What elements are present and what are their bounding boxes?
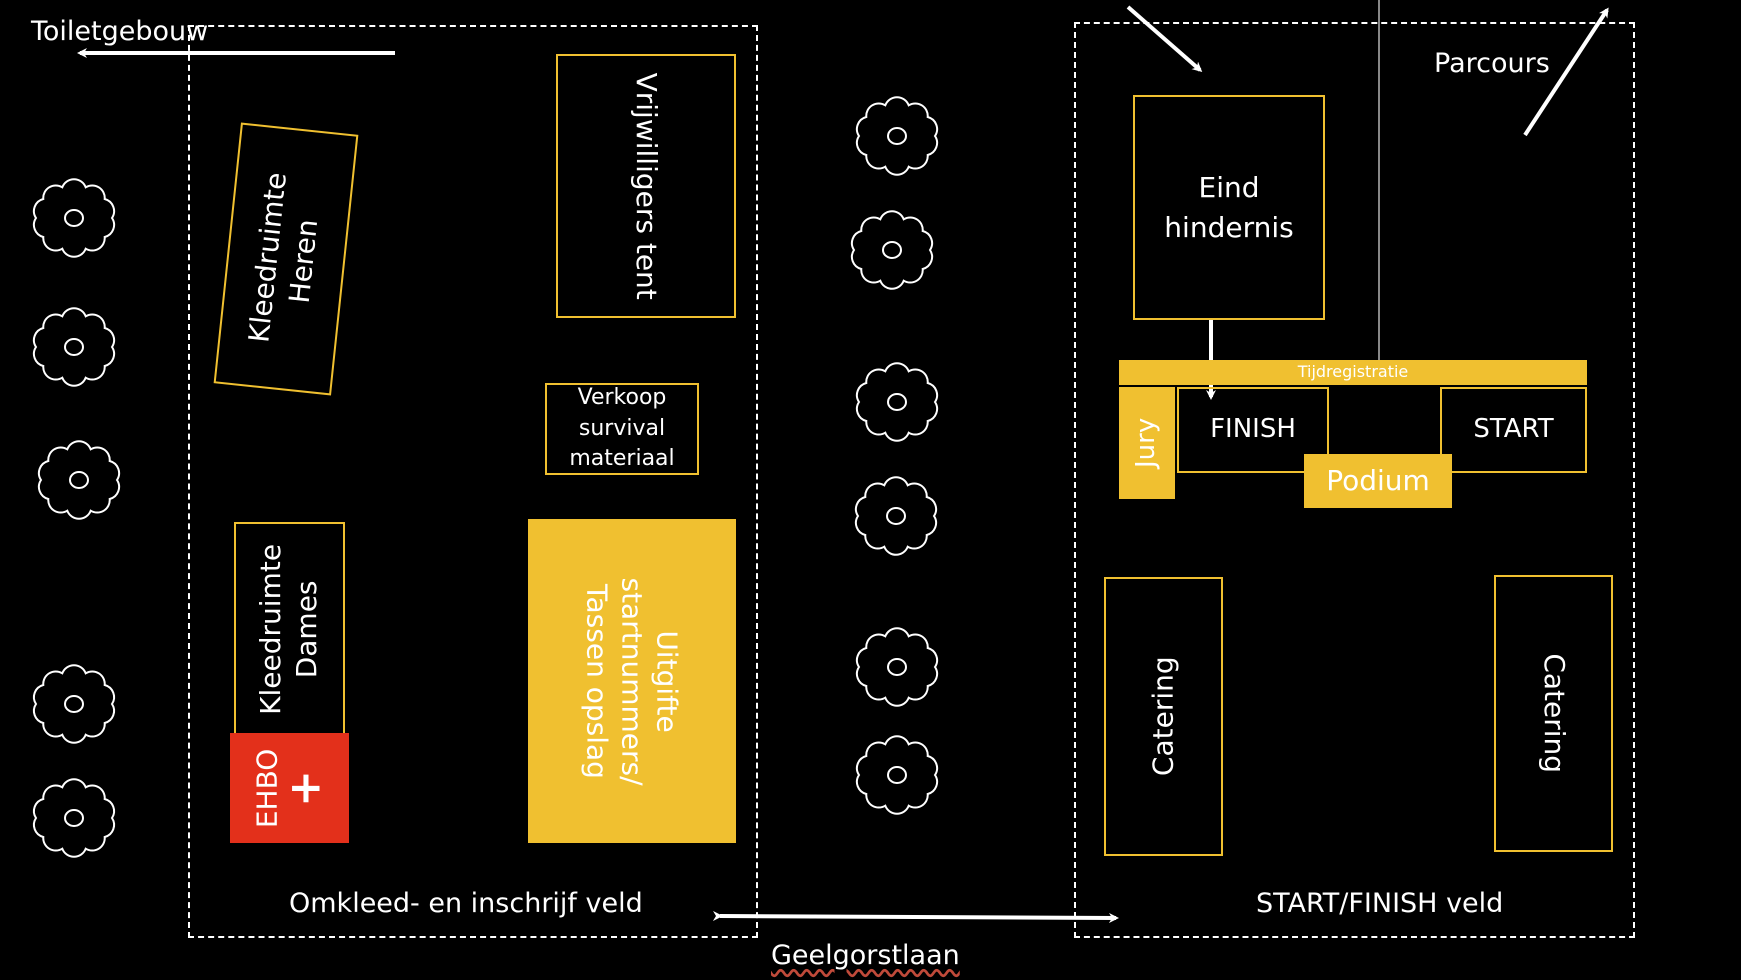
tree-icon xyxy=(855,627,939,707)
first-aid-cross-icon: + xyxy=(278,769,330,807)
tree-icon xyxy=(32,778,116,858)
jury-label: Jury xyxy=(1131,417,1162,469)
finish-label: FINISH xyxy=(1210,414,1296,445)
podium-label: Podium xyxy=(1326,463,1430,497)
vrijwilligers-tent-box: Vrijwilligers tent xyxy=(556,54,736,318)
catering-left-label: Catering xyxy=(1146,656,1180,777)
tree-icon xyxy=(854,476,938,556)
tijdregistratie-bar: Tijdregistratie xyxy=(1119,360,1587,385)
catering-right-box: Catering xyxy=(1494,575,1613,852)
toilet-label: Toiletgebouw xyxy=(31,16,209,47)
catering-left-box: Catering xyxy=(1104,577,1223,856)
tree-icon xyxy=(32,664,116,744)
uitgifte-label: Uitgifte startnummers/ Tassen opslag xyxy=(580,576,684,786)
ehbo-box: EHBO + xyxy=(230,733,349,843)
parcours-arrow xyxy=(1523,7,1609,137)
ehbo-content: EHBO + xyxy=(250,748,330,828)
kleedruimte-dames-label: Kleedruimte Dames xyxy=(254,543,324,715)
eind-hindernis-label: Eind hindernis xyxy=(1164,171,1294,244)
podium-box: Podium xyxy=(1304,454,1452,508)
ehbo-label: EHBO xyxy=(250,748,284,828)
divider-line xyxy=(1378,0,1380,362)
tree-icon xyxy=(850,210,934,290)
left-zone xyxy=(188,25,758,938)
tree-icon xyxy=(37,440,121,520)
kleedruimte-heren-label: Kleedruimte Heren xyxy=(241,170,325,344)
vrijwilligers-tent-label: Vrijwilligers tent xyxy=(630,72,664,300)
kleedruimte-dames-box: Kleedruimte Dames xyxy=(234,522,345,736)
street-label: Geelgorstlaan xyxy=(771,940,960,971)
tree-icon xyxy=(32,307,116,387)
right-zone-label: START/FINISH veld xyxy=(1256,888,1504,919)
tree-icon xyxy=(855,735,939,815)
catering-right-label: Catering xyxy=(1537,653,1571,774)
street-arrow xyxy=(712,910,1119,923)
start-label: START xyxy=(1473,414,1554,445)
parcours-label: Parcours xyxy=(1434,48,1550,79)
start-box: START xyxy=(1440,387,1587,473)
verkoop-label: Verkoop survival materiaal xyxy=(569,384,675,472)
right-zone xyxy=(1074,22,1635,938)
finish-box: FINISH xyxy=(1177,387,1329,473)
tree-icon xyxy=(855,96,939,176)
uitgifte-box: Uitgifte startnummers/ Tassen opslag xyxy=(528,519,736,843)
left-zone-label: Omkleed- en inschrijf veld xyxy=(289,888,643,919)
eind-hindernis-box: Eind hindernis xyxy=(1133,95,1325,320)
tijdregistratie-label: Tijdregistratie xyxy=(1297,362,1409,382)
jury-box: Jury xyxy=(1119,387,1175,499)
verkoop-box: Verkoop survival materiaal xyxy=(545,383,699,475)
tree-icon xyxy=(855,362,939,442)
tree-icon xyxy=(32,178,116,258)
entry-arrow xyxy=(1126,5,1203,72)
